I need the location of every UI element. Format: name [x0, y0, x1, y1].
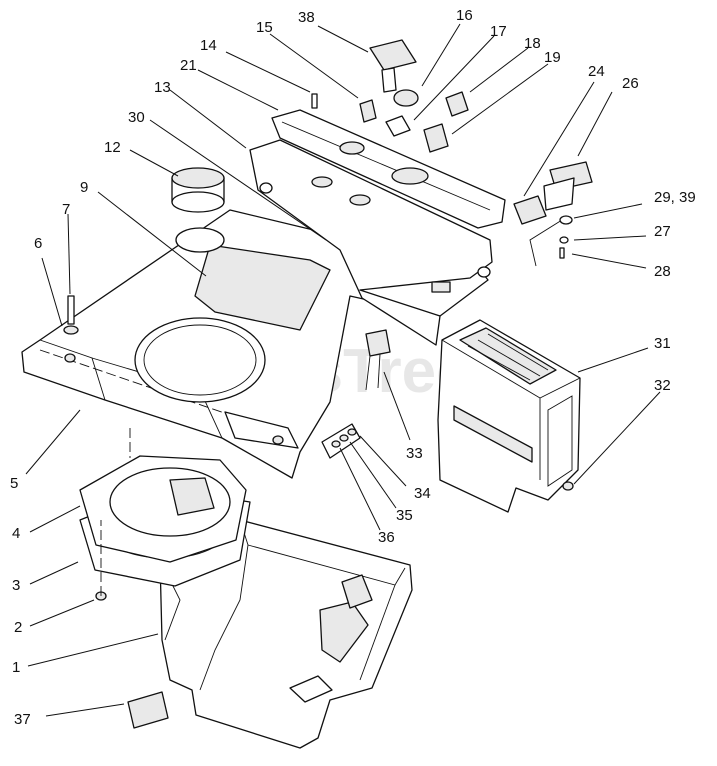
dash-panel: [249, 109, 506, 346]
callout-13: 13: [154, 79, 171, 96]
flange-ring: [79, 455, 247, 563]
callout-18: 18: [524, 35, 541, 52]
callout-19: 19: [544, 49, 561, 66]
callout-24: 24: [588, 63, 605, 80]
callout-7: 7: [62, 201, 70, 218]
part-14-screw: [311, 93, 318, 109]
callout-6: 6: [34, 235, 42, 252]
callout-35: 35: [396, 507, 413, 524]
callout-1: 1: [12, 659, 20, 676]
callout-17: 17: [490, 23, 507, 40]
part-33-module: [365, 329, 391, 391]
callout-34: 34: [414, 485, 431, 502]
callout-15: 15: [256, 19, 273, 36]
part-17-switch: [385, 115, 411, 137]
part-15-grommet: [359, 99, 377, 123]
callout-28: 28: [654, 263, 671, 280]
callout-labels: 1 2 3 4 5 6 7 9 12 13 30 21 14 15 38 16 …: [10, 7, 696, 728]
part-19-switch: [423, 123, 449, 153]
callout-37: 37: [14, 711, 31, 728]
part-27-29-hardware: [529, 215, 573, 267]
callout-9: 9: [80, 179, 88, 196]
callout-26: 26: [622, 75, 639, 92]
callout-4: 4: [12, 525, 20, 542]
callout-30: 30: [128, 109, 145, 126]
callout-36: 36: [378, 529, 395, 546]
part-26-bracket: [543, 161, 593, 211]
callout-2: 2: [14, 619, 22, 636]
part-31-engine-cover: [437, 319, 581, 513]
part-38-key: [369, 39, 417, 93]
callout-14: 14: [200, 37, 217, 54]
leader-lines: [25, 23, 661, 717]
callout-5: 5: [10, 475, 18, 492]
callout-3: 3: [12, 577, 20, 594]
callout-38: 38: [298, 9, 315, 26]
part-24-connector: [513, 195, 547, 225]
part-34-36-hardware: [321, 423, 361, 459]
part-6-7-screw: [63, 295, 79, 335]
lower-housing: [159, 519, 413, 749]
callout-29-39: 29, 39: [654, 189, 696, 206]
part-16-knob: [393, 89, 419, 107]
callout-27: 27: [654, 223, 671, 240]
callout-16: 16: [456, 7, 473, 24]
part-37-decal: [127, 691, 169, 729]
callout-32: 32: [654, 377, 671, 394]
part-12-fuel-cap: [171, 167, 225, 253]
part-18-button: [445, 91, 469, 117]
callout-31: 31: [654, 335, 671, 352]
callout-12: 12: [104, 139, 121, 156]
callout-21: 21: [180, 57, 197, 74]
callout-33: 33: [406, 445, 423, 462]
